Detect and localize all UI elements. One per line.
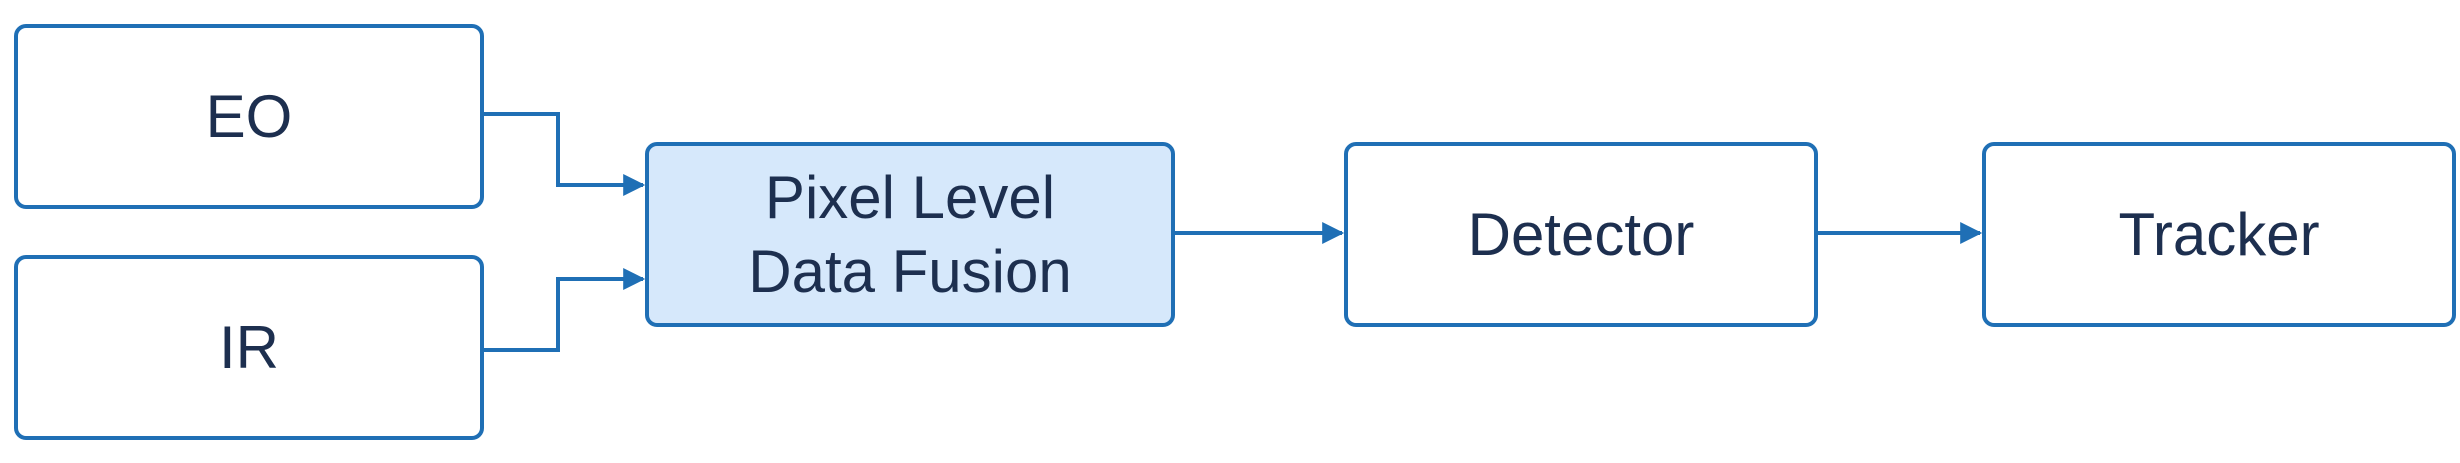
edge-ir-to-fusion xyxy=(484,268,646,352)
node-detector: Detector xyxy=(1344,142,1818,327)
node-pixel-level-data-fusion: Pixel Level Data Fusion xyxy=(645,142,1175,327)
node-eo: EO xyxy=(14,24,484,209)
node-detector-label: Detector xyxy=(1467,200,1695,268)
node-ir-label: IR xyxy=(219,313,279,381)
node-eo-label: EO xyxy=(205,82,293,150)
node-tracker-label: Tracker xyxy=(2118,200,2320,268)
edge-eo-to-fusion xyxy=(484,112,646,196)
node-ir: IR xyxy=(14,255,484,440)
node-fusion-label: Pixel Level Data Fusion xyxy=(748,164,1072,305)
node-tracker: Tracker xyxy=(1982,142,2456,327)
